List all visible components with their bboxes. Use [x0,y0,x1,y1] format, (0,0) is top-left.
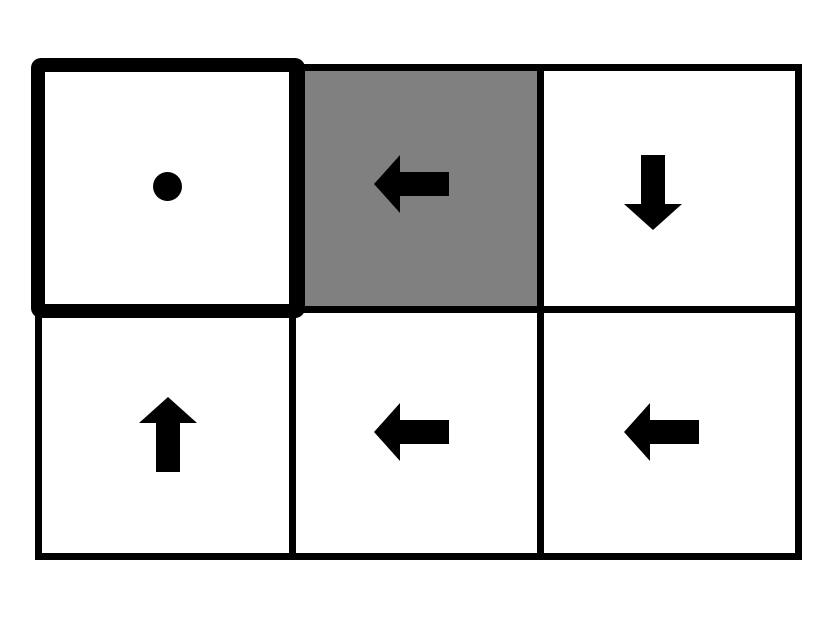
grid-cell-r1-c2[interactable] [537,306,802,560]
grid-cell-r0-c1[interactable] [289,64,544,313]
grid-cell-r1-c0[interactable] [35,306,296,560]
grid-cell-r1-c1[interactable] [289,306,544,560]
agent-dot-icon [153,172,182,201]
grid-cell-r0-c2[interactable] [537,64,802,313]
policy-grid [35,64,802,560]
